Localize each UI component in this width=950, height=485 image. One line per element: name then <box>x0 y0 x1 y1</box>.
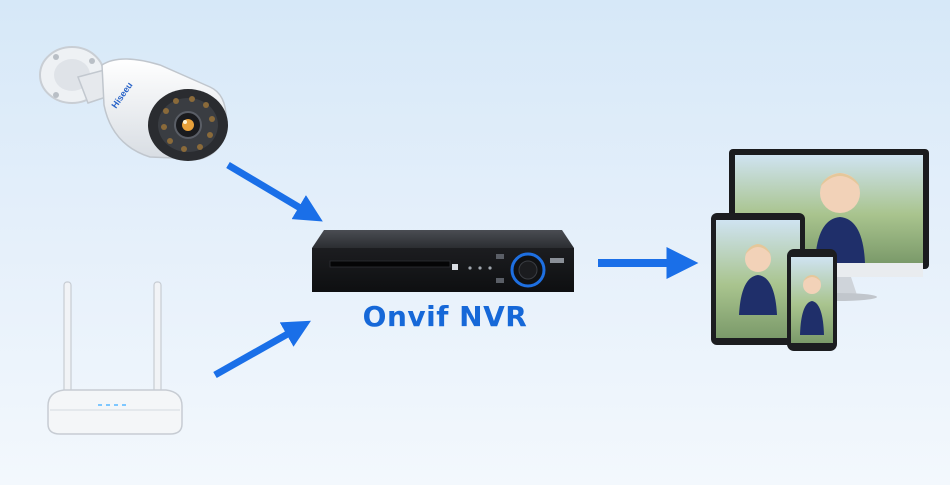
nvr-title: Onvif NVR <box>362 300 528 333</box>
bullet-camera-icon: Hiseeu <box>39 46 228 161</box>
arrow-router-to-nvr-icon <box>213 320 311 379</box>
wifi-router-icon <box>47 281 183 435</box>
nvr-recorder-icon <box>312 230 574 292</box>
monitor-tablet-phone-icon <box>711 149 929 351</box>
arrow-camera-to-nvr-icon <box>226 161 323 222</box>
